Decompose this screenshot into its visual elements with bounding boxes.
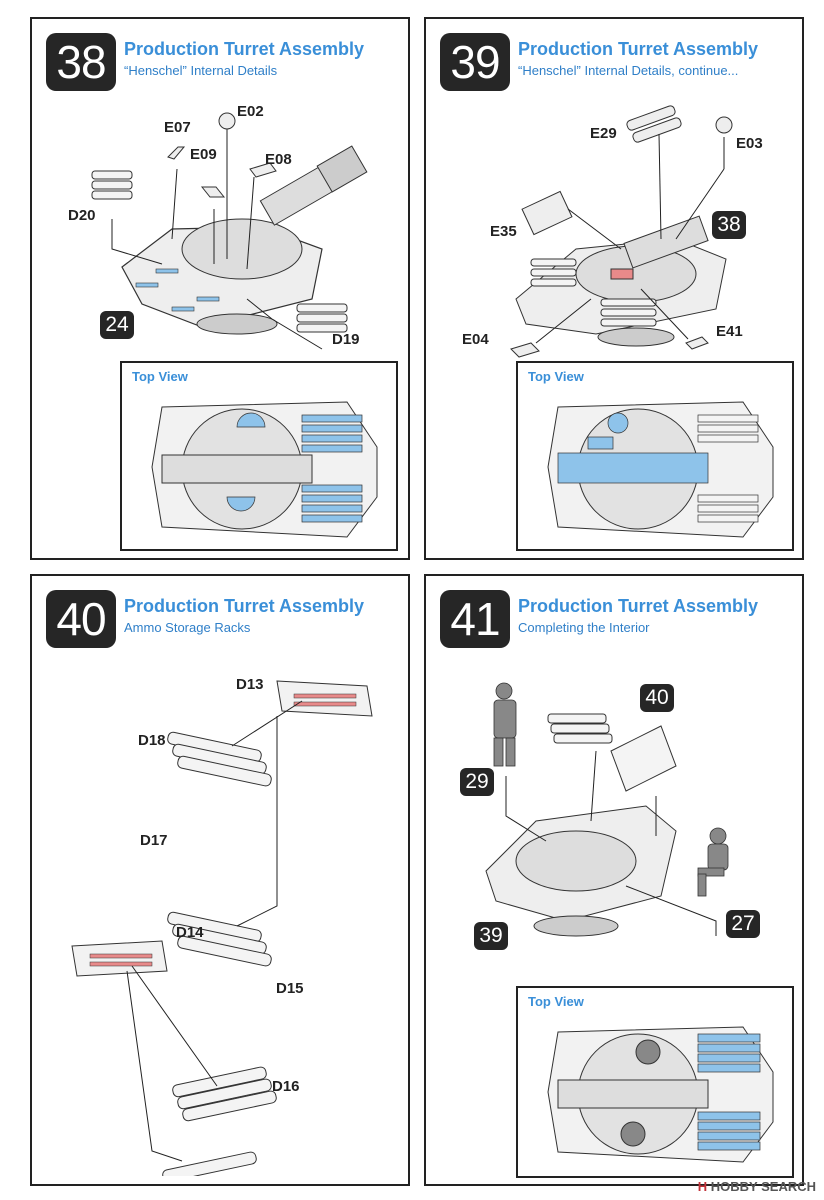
step-39-panel: 39 Production Turret Assembly “Henschel”… bbox=[424, 17, 804, 560]
part-label: E35 bbox=[490, 223, 517, 240]
part-label: E03 bbox=[736, 135, 763, 152]
interior-assembly-drawing bbox=[485, 682, 729, 937]
part-label: D20 bbox=[68, 207, 96, 224]
ref-step-badge: 24 bbox=[100, 311, 134, 339]
part-label: E09 bbox=[190, 146, 217, 163]
ref-step-badge: 29 bbox=[460, 768, 494, 796]
step-subtitle: “Henschel” Internal Details bbox=[124, 63, 278, 78]
part-label: D16 bbox=[272, 1078, 300, 1095]
watermark-logo-icon: H bbox=[697, 1179, 708, 1194]
step-38-panel: 38 Production Turret Assembly “Henschel”… bbox=[30, 17, 410, 560]
step-title: Production Turret Assembly bbox=[518, 39, 759, 59]
step-title: Production Turret Assembly bbox=[124, 39, 365, 59]
step-number: 41 bbox=[440, 590, 510, 648]
ammo-rack-drawing bbox=[71, 680, 373, 1176]
part-label: D14 bbox=[176, 924, 204, 941]
part-label: E02 bbox=[237, 103, 264, 120]
inset-title: Top View bbox=[528, 994, 584, 1009]
step-subtitle: “Henschel” Internal Details, continue... bbox=[518, 63, 739, 78]
ref-step-badge: 27 bbox=[726, 910, 760, 938]
watermark-text: HOBBY SEARCH bbox=[710, 1179, 816, 1194]
top-view-inset: Top View bbox=[516, 361, 794, 551]
part-label: E04 bbox=[462, 331, 489, 348]
part-label: D19 bbox=[332, 331, 360, 348]
part-label: E08 bbox=[265, 151, 292, 168]
step-40-panel: 40 Production Turret Assembly Ammo Stora… bbox=[30, 574, 410, 1186]
step-number: 38 bbox=[46, 33, 116, 91]
ref-step-badge: 38 bbox=[712, 211, 746, 239]
turret-assembly-drawing bbox=[510, 105, 733, 358]
watermark: H HOBBY SEARCH bbox=[698, 1179, 816, 1194]
top-view-drawing bbox=[151, 401, 378, 538]
step-number: 40 bbox=[46, 590, 116, 648]
top-view-inset: Top View bbox=[516, 986, 794, 1178]
step-title: Production Turret Assembly bbox=[518, 596, 759, 616]
ref-step-badge: 40 bbox=[640, 684, 674, 712]
part-label: D17 bbox=[140, 832, 168, 849]
part-label: D18 bbox=[138, 732, 166, 749]
step-title: Production Turret Assembly bbox=[124, 596, 365, 616]
ref-step-badge: 39 bbox=[474, 922, 508, 950]
inset-title: Top View bbox=[528, 369, 584, 384]
part-label: D15 bbox=[276, 980, 304, 997]
turret-assembly-drawing bbox=[91, 112, 368, 350]
top-view-drawing bbox=[547, 1026, 774, 1163]
step-number: 39 bbox=[440, 33, 510, 91]
step-41-panel: 41 Production Turret Assembly Completing… bbox=[424, 574, 804, 1186]
part-label: E41 bbox=[716, 323, 743, 340]
part-label: E29 bbox=[590, 125, 617, 142]
top-view-drawing bbox=[547, 401, 774, 538]
step-subtitle: Completing the Interior bbox=[518, 620, 650, 635]
step-subtitle: Ammo Storage Racks bbox=[124, 620, 251, 635]
top-view-inset: Top View bbox=[120, 361, 398, 551]
part-label: D13 bbox=[236, 676, 264, 693]
inset-title: Top View bbox=[132, 369, 188, 384]
part-label: E07 bbox=[164, 119, 191, 136]
